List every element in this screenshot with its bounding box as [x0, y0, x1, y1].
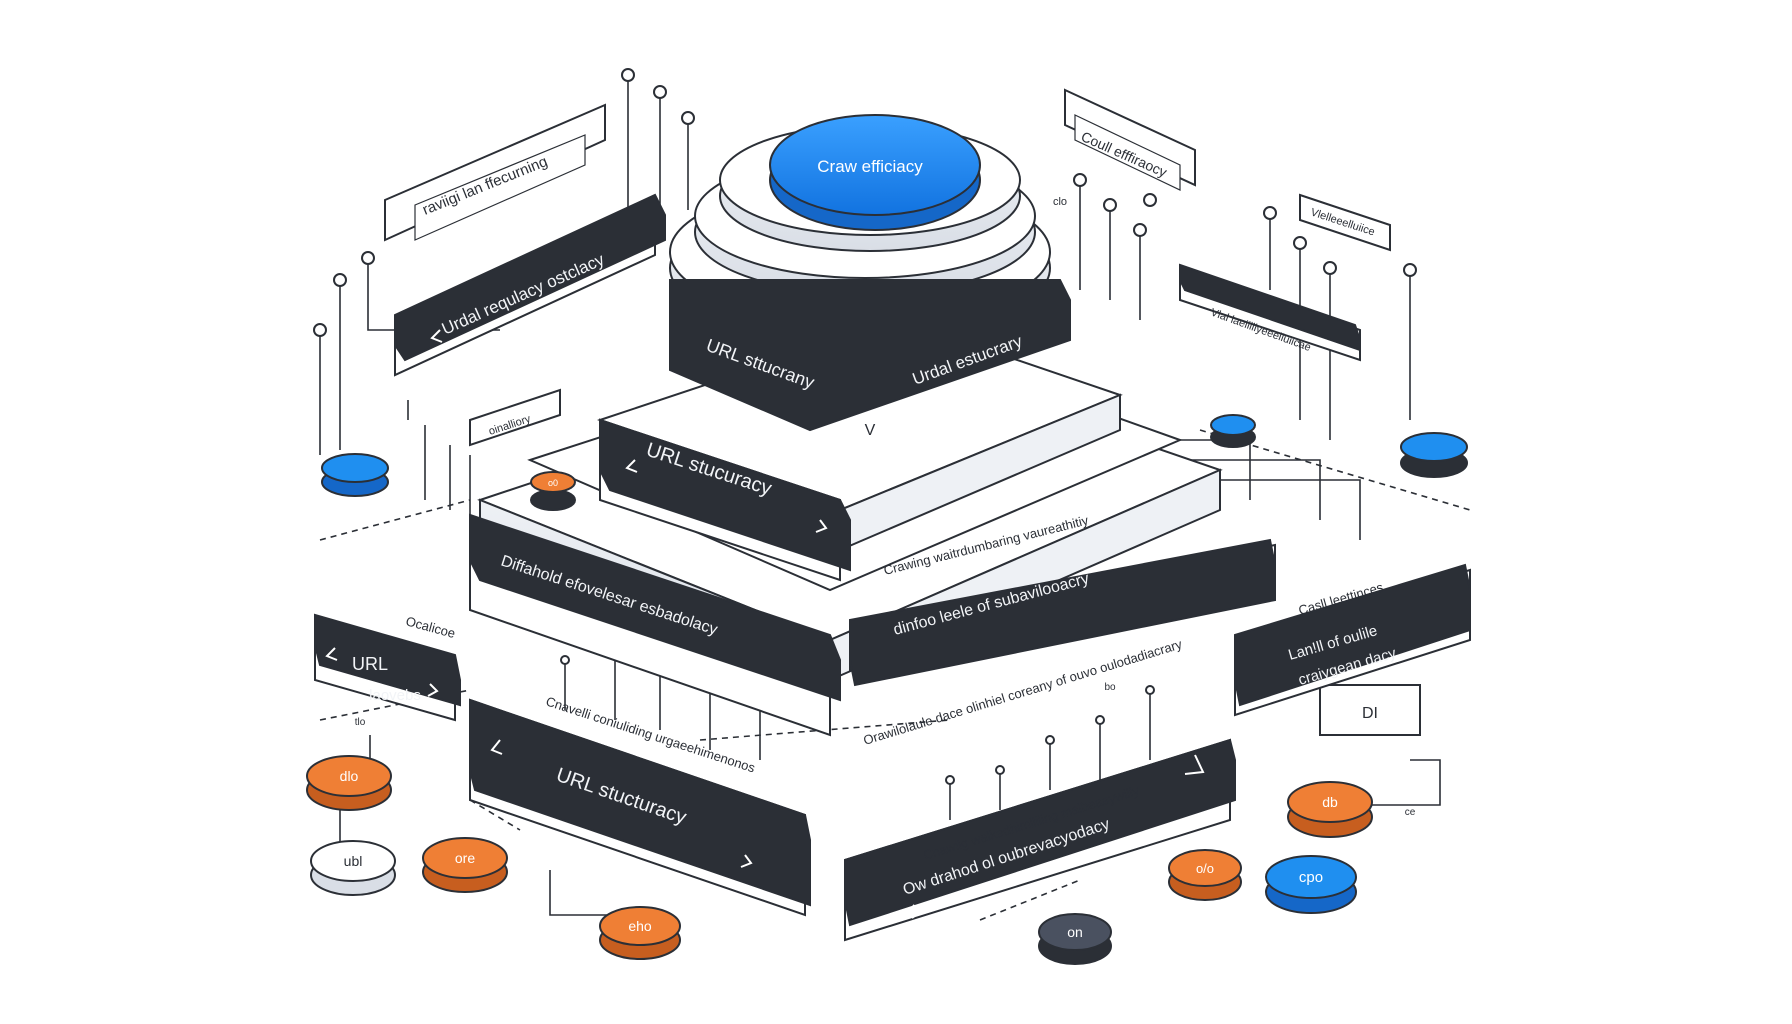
light-label-13: bo — [1104, 682, 1116, 693]
node-label-4: db — [1322, 794, 1338, 810]
dark-bar-0 — [394, 193, 666, 362]
top-blue-disk — [769, 114, 981, 216]
node-label-8: o0 — [548, 478, 558, 488]
light-label-14: ce — [1405, 807, 1416, 818]
right-frames — [1064, 88, 1421, 736]
dark-bar-4 — [469, 513, 841, 702]
right-dark-bar — [1234, 563, 1471, 707]
dark-bar-3 — [599, 418, 851, 572]
node-label-3: eho — [628, 918, 652, 934]
small-bar-line1: URL — [352, 654, 388, 674]
dark-bars — [314, 193, 1471, 942]
dark-bar-6 — [469, 698, 811, 907]
dark-bar-7 — [844, 738, 1236, 927]
light-label-12: tlo — [355, 717, 366, 728]
node-label-1: ubl — [344, 853, 363, 869]
node-label-6: cpo — [1299, 869, 1323, 886]
node-label-5: o/o — [1196, 861, 1214, 876]
node-cylinders — [306, 414, 1468, 965]
left-frames — [384, 103, 606, 447]
top-disk-label: Craw efficiacy — [817, 157, 923, 176]
chevron-icons — [325, 329, 1205, 919]
node-label-2: ore — [455, 850, 475, 866]
node-label-0: dlo — [340, 768, 359, 784]
right-small-dark-bar — [1179, 263, 1361, 352]
dark-bar-1 — [669, 279, 1071, 432]
small-dark-bar — [314, 613, 461, 707]
light-label-11: clo — [1053, 196, 1067, 208]
dark-bar-5 — [849, 538, 1276, 687]
small-bar-line2: laovebs — [369, 687, 421, 704]
light-label-9: DI — [1362, 705, 1378, 722]
light-label-10: V — [865, 422, 876, 439]
node-label-7: on — [1067, 924, 1083, 940]
small-bar-top: Ocalicoe — [404, 613, 457, 641]
